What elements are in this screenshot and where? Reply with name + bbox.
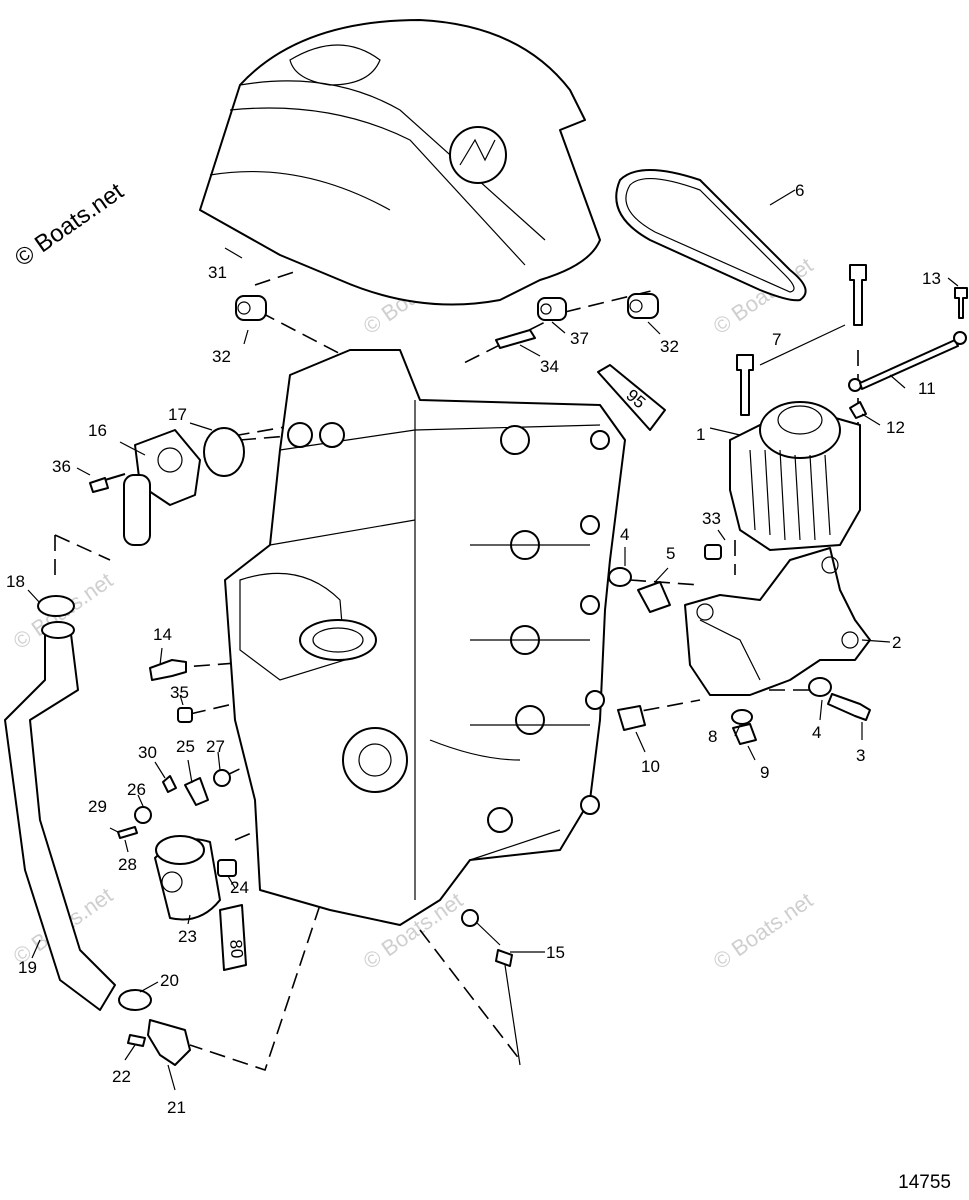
callout-26: 26 xyxy=(127,780,146,799)
bolt xyxy=(827,693,871,721)
callout-31: 31 xyxy=(208,263,227,282)
leader-lines xyxy=(27,189,959,1091)
callout-1: 1 xyxy=(696,425,705,444)
plug xyxy=(177,707,193,723)
hose-clamp xyxy=(37,595,75,617)
callout-3: 3 xyxy=(856,746,865,765)
sealant-tube-80: 80 xyxy=(219,904,247,971)
callout-4: 4 xyxy=(620,525,629,544)
callout-30: 30 xyxy=(138,743,157,762)
washer xyxy=(213,769,231,787)
temperature-sensor xyxy=(149,659,187,681)
connector xyxy=(617,705,646,731)
nut xyxy=(704,544,722,560)
callout-13: 13 xyxy=(922,269,941,288)
alternator xyxy=(729,401,861,551)
callout-21: 21 xyxy=(167,1098,186,1117)
dipstick xyxy=(461,909,521,1066)
callout-11: 11 xyxy=(918,379,936,398)
screw xyxy=(89,473,126,493)
oil-filter xyxy=(154,835,221,921)
callout-10: 10 xyxy=(641,757,660,776)
callout-7: 7 xyxy=(772,330,781,349)
thermostat-housing xyxy=(123,429,201,546)
bushing xyxy=(637,581,671,613)
bracket xyxy=(184,777,209,806)
hose-clamp xyxy=(118,989,152,1011)
stud xyxy=(495,329,536,349)
washer xyxy=(608,567,632,587)
callout-34: 34 xyxy=(540,357,559,376)
hose-fitting xyxy=(147,1019,191,1066)
callout-8: 8 xyxy=(708,727,717,746)
callout-25: 25 xyxy=(176,737,195,756)
callout-37: 37 xyxy=(570,329,589,348)
ground-cable xyxy=(848,331,967,392)
washer xyxy=(808,677,832,697)
bolt xyxy=(117,826,138,839)
callout-numbers: 1 2 3 4 4 5 6 7 8 9 10 11 12 13 14 15 16… xyxy=(6,181,941,1117)
callout-2: 2 xyxy=(892,633,901,652)
screw xyxy=(127,1034,146,1047)
callout-36: 36 xyxy=(52,457,71,476)
callout-17: 17 xyxy=(168,405,187,424)
callout-14: 14 xyxy=(153,625,172,644)
callout-33: 33 xyxy=(702,509,721,528)
engine-top-cover xyxy=(199,19,601,306)
callout-28: 28 xyxy=(118,855,137,874)
tube-80-label: 80 xyxy=(226,939,247,960)
water-hose xyxy=(4,621,116,1011)
clip xyxy=(162,775,177,793)
drive-belt xyxy=(615,169,807,302)
callout-15: 15 xyxy=(546,943,565,962)
callout-24: 24 xyxy=(230,878,249,897)
callout-9: 9 xyxy=(760,763,769,782)
callout-6: 6 xyxy=(795,181,804,200)
drawing-number: 14755 xyxy=(898,1172,951,1193)
washer xyxy=(731,709,753,725)
engine-block xyxy=(224,349,626,926)
callout-18: 18 xyxy=(6,572,25,591)
callout-35: 35 xyxy=(170,683,189,702)
o-ring xyxy=(203,427,245,477)
alternator-bolts xyxy=(736,264,867,416)
bolt xyxy=(954,287,968,319)
callout-4: 4 xyxy=(812,723,821,742)
callout-19: 19 xyxy=(18,958,37,977)
cylinder-bosses xyxy=(487,425,610,833)
watermark: © Boats.net xyxy=(709,887,818,974)
callout-27: 27 xyxy=(206,737,225,756)
callout-5: 5 xyxy=(666,544,675,563)
callout-29: 29 xyxy=(88,797,107,816)
nut xyxy=(134,806,152,824)
callout-23: 23 xyxy=(178,927,197,946)
callout-20: 20 xyxy=(160,971,179,990)
grommets xyxy=(235,293,659,321)
callout-32: 32 xyxy=(660,337,679,356)
callout-12: 12 xyxy=(886,418,905,437)
callout-32: 32 xyxy=(212,347,231,366)
callout-22: 22 xyxy=(112,1067,131,1086)
alternator-bracket xyxy=(684,547,871,696)
callout-16: 16 xyxy=(88,421,107,440)
oil-fitting xyxy=(217,859,237,877)
